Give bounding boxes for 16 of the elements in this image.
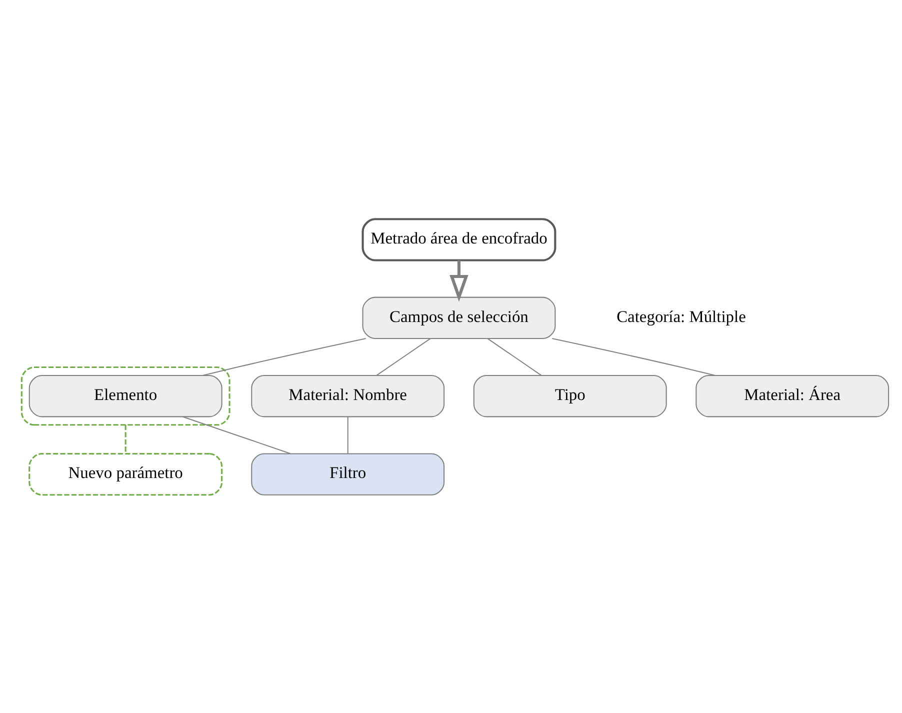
node-box: Nuevo parámetro: [28, 452, 223, 496]
node-box: Material: Nombre: [251, 374, 445, 417]
node-box: Material: Área: [696, 374, 890, 417]
node-box: Tipo: [473, 374, 667, 417]
connector: [487, 338, 542, 376]
connector: [552, 338, 716, 376]
connector: [376, 338, 431, 376]
node-box: Elemento: [28, 374, 222, 417]
node-label: Categoría: Múltiple: [616, 306, 746, 326]
cluster: [20, 366, 230, 426]
node-box: Campos de selección: [362, 296, 556, 338]
arrow: [450, 260, 468, 302]
node-box: Metrado área de encofrado: [362, 218, 556, 261]
node-box: Filtro: [251, 452, 445, 495]
connector: [124, 424, 126, 453]
connector: [347, 416, 348, 453]
